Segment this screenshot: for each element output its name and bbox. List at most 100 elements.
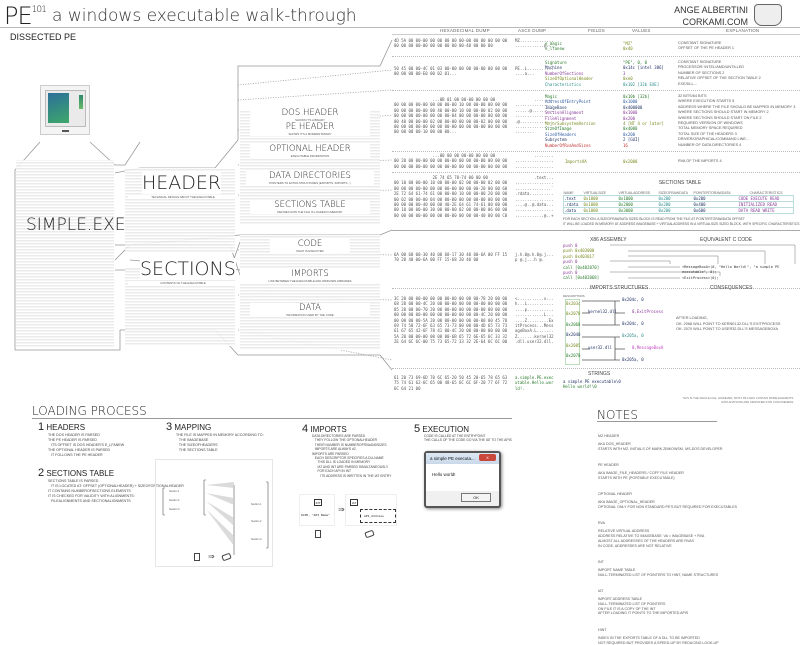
file-icon	[315, 530, 321, 538]
dialog-message: Hello world!	[426, 464, 499, 491]
strings-title: STRINGS	[588, 371, 611, 377]
pe-hex: 50 45 00 00-4C 01 03 00-00 00 00 00-00 0…	[394, 66, 508, 77]
optional-fields: Magic AddressOfEntryPoint ImageBase Sect…	[545, 94, 596, 148]
mapping-svg: Section 1 Section 2 Section 3 Section 1 …	[162, 479, 269, 555]
import-target-3: 0x205a, 0	[622, 333, 644, 338]
mapping-section-2: Section 2	[169, 499, 180, 502]
messagebox-dialog: a simple PE executa... X Hello world! OK	[424, 451, 501, 508]
optional-ascii: ........ ................ ......@.......…	[515, 97, 554, 135]
pe-ascii: PE..L........... ....a...	[515, 66, 554, 77]
int-label: INT	[314, 499, 322, 506]
optional-explanations: 32 BITS/64 BITS WHERE EXECUTION STARTS 5…	[678, 94, 796, 147]
iat-entry: API_Address	[364, 514, 384, 518]
author-site: CORKAMI.COM	[682, 17, 748, 27]
footnote: THIS IS THE WHOLE FILE, HOWEVER, MOST PE…	[682, 396, 794, 404]
loading-divider	[32, 418, 512, 419]
imports-structures-title: IMPORTS STRUCTURES	[590, 285, 649, 291]
dos-field-1: e_lfanew	[545, 46, 565, 51]
node-sections: SECTIONS	[140, 258, 236, 280]
imports-targets: 0x204c, 0	[622, 297, 644, 302]
dialog-titlebar: a simple PE executa...	[426, 453, 499, 464]
dialog-ok-button[interactable]: OK	[461, 493, 491, 502]
datadir-expl: RVA OF THE IMPORTS 4	[678, 159, 722, 163]
consequences-title: CONSEQUENCES	[710, 285, 753, 291]
section-label-dissected: DISSECTED PE	[10, 32, 77, 42]
after-loading-label: AFTER LOADING,	[676, 316, 708, 320]
dialog-close-button[interactable]: X	[479, 454, 496, 461]
import-dll-user32: user32.dll	[588, 345, 613, 350]
datadir-hex: ...00 00 00 00-00 00 00 00 00 20 00 00-0…	[394, 153, 508, 169]
root-simple-exe: SIMPLE.EXE	[26, 215, 126, 235]
dialog-title: a simple PE executa...	[430, 456, 475, 461]
step-3-mapping: 3 MAPPING	[166, 421, 212, 433]
row-divider	[392, 56, 800, 57]
import-dll-kernel32: kernel32.dll	[588, 309, 617, 314]
consequence-0: OK: 2068 WILL POINT TO KERNEL32.DLL'S EX…	[676, 322, 781, 326]
col-values: VALUES	[632, 28, 651, 33]
asm-c-connectors	[610, 244, 796, 279]
iat-diagram-memory: IAT API_Address	[345, 494, 397, 526]
step-4-text: DATA DIRECTORIES ARE PARSED THEY FOLLOW …	[312, 434, 392, 478]
row-divider	[392, 288, 800, 289]
c-code-line-1: <ExitProcess>(0);	[682, 276, 719, 280]
svg-text:Section 1: Section 1	[251, 503, 262, 506]
dos-ascii: MZ.............. ............@...	[515, 38, 554, 49]
pe-values: "PE", 0, 0 0x14c [intel 386] 3 0xe0 0x10…	[623, 60, 664, 87]
datadir-value: 0x2000	[623, 159, 638, 164]
descriptors-label: DESCRIPTORS	[563, 294, 585, 298]
dos-expl-0: CONSTANT SIGNATURE	[678, 41, 722, 45]
sections-table-header: NAME VIRTUALSIZE VIRTUALADDRESS SIZEOFRA…	[563, 191, 783, 195]
dos-field-0: e_magic	[545, 41, 562, 46]
loading-process-title: LOADING PROCESS	[32, 404, 147, 418]
pe-explanations: CONSTANT SIGNATURE PROCESSOR: INTEL/AMD/…	[678, 60, 761, 86]
iat-label: IAT	[350, 499, 358, 506]
c-code-title: EQUIVALENT C CODE	[700, 237, 753, 243]
header-sections-divider	[392, 230, 800, 231]
pe-fields: Signature Machine NumberOfSections SizeO…	[545, 60, 594, 87]
memory-chip-icon	[364, 529, 375, 539]
title-divider	[0, 27, 800, 28]
arrow-icon: ⇒	[208, 552, 215, 561]
sections-table: NAME VIRTUALSIZE VIRTUALADDRESS SIZEOFRA…	[563, 191, 794, 214]
row-divider	[392, 368, 800, 369]
dos-value-0: "MZ"	[623, 41, 633, 46]
string-1: Hello world!\0	[563, 384, 597, 389]
dos-value-1: 0x40	[623, 46, 633, 51]
descriptors-box: 0x203c 0x2078 0x2068 0x2040 0x2085 0x207…	[565, 299, 580, 365]
section-nodes-hexblock	[240, 235, 380, 350]
dos-expl-1: OFFSET OF THE PE HEADER 1	[678, 46, 734, 50]
asm-listing: push 0 push 0x403000 push 0x403017 push …	[563, 243, 600, 281]
row-divider	[392, 172, 800, 173]
string-0: a simple PE executable\0	[563, 379, 621, 384]
mascot-icon	[754, 4, 782, 26]
col-explanation: EXPLANATION	[726, 28, 760, 33]
col-hex: HEXADECIMAL DUMP	[440, 28, 490, 33]
c-code-line-0: <MessageBoxA>(0, "Hello World!", "a simp…	[682, 265, 780, 275]
data-ascii: a.simple.PE.exec utable.Hello.wor ld!.	[515, 375, 554, 391]
simple-exe-hexblock	[16, 160, 114, 348]
mapping-diagram: Section 1 Section 2 Section 3 Section 1 …	[155, 459, 273, 567]
step-4-imports: 4 IMPORTS	[302, 423, 347, 435]
svg-text:Section 2: Section 2	[251, 520, 262, 523]
sections-note-1: FOR EACH SECTION, A SIZEOFRAWDATA SIZED …	[563, 217, 745, 221]
node-header: HEADER	[142, 172, 222, 194]
row-divider	[392, 90, 800, 91]
imports-connectors	[582, 300, 625, 361]
int-diagram-file: INT 0x00, "API Name"	[299, 494, 335, 526]
step-3-text: THE FILE IS MAPPED IN MEMORY ACCORDING T…	[176, 433, 264, 452]
sectable-hex: 2E 74 65 78-74 00 00 00 00 10 00 00-00 1…	[394, 175, 508, 218]
step-2-text: SECTIONS TABLE IS PARSED IT IS LOCATED A…	[48, 479, 184, 503]
code-ascii: j.h.0@.h.0@.j... p @.j...h @.	[515, 252, 554, 263]
